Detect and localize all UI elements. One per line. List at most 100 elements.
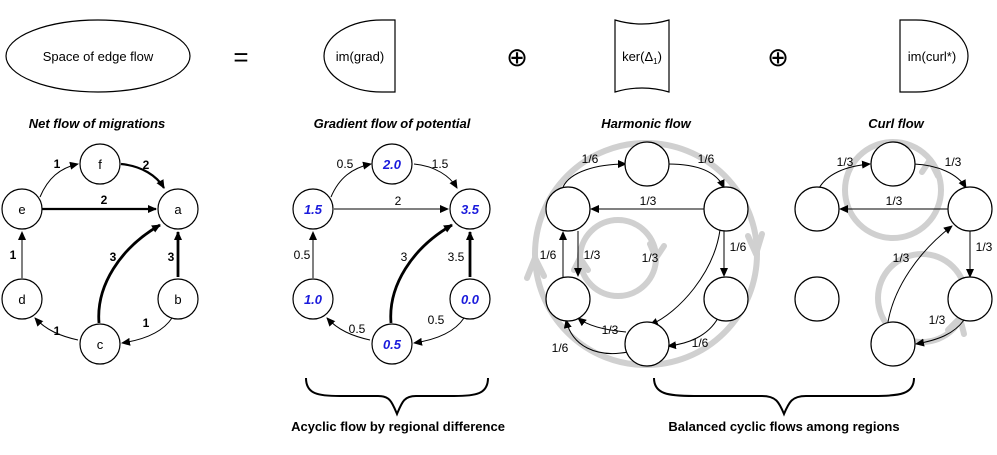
- edge-c-a: [97, 223, 161, 324]
- edge-label-e-f: 1/6: [582, 152, 599, 166]
- edge-c-d: [326, 317, 371, 341]
- net-flow-title: Net flow of migrations: [29, 116, 166, 131]
- node-d: [292, 278, 334, 320]
- equals-sign: =: [233, 42, 248, 72]
- outer-cycle-arrowhead: [524, 255, 547, 281]
- edge-e-f: [562, 160, 627, 188]
- edge-label-a-e: 1/3: [640, 194, 657, 208]
- edge-label-a-e: 1/3: [886, 194, 903, 208]
- space-label: Space of edge flow: [43, 49, 154, 64]
- im-grad-label: im(grad): [336, 49, 384, 64]
- curl-flow-title: Curl flow: [868, 116, 924, 131]
- edge-label-a-b: 1/6: [730, 240, 747, 254]
- edge-label-b-c: 1/3: [929, 313, 946, 327]
- edge-label-e-f: 1: [54, 157, 61, 171]
- edge-label-d-e: 0.5: [294, 248, 311, 262]
- edge-label-f-a: 2: [143, 158, 150, 172]
- node-c: [371, 323, 413, 365]
- balanced-summary: Balanced cyclic flows among regions: [668, 419, 899, 434]
- space-of-edge-flow: Space of edge flow: [5, 19, 191, 93]
- edge-label-b-a: 3: [168, 250, 175, 264]
- node-label-a: a: [174, 202, 182, 217]
- edge-f-a: [667, 163, 725, 189]
- node-b: [703, 276, 749, 322]
- node-e: [1, 188, 43, 230]
- edge-c-d: [577, 317, 627, 333]
- edge-label-d-e: 1/6: [540, 248, 557, 262]
- edge-label-b-c: 0.5: [428, 313, 445, 327]
- gradient-flow-graph: 0.5 1.5 2 0.5 3 3.5 0.5 0.5 1.5 2.0 3.5 …: [292, 143, 491, 365]
- balanced-brace: [653, 377, 915, 417]
- ker-laplacian-space: ker(Δ1): [614, 19, 670, 93]
- edge-e-f: [817, 160, 871, 191]
- edge-b-c: [413, 317, 465, 346]
- edge-c-d-outer: [563, 319, 629, 354]
- edge-label-c-a: 3: [401, 250, 408, 264]
- potential-d: 1.0: [304, 292, 323, 307]
- node-label-c: c: [97, 337, 104, 352]
- node-c: [624, 321, 670, 367]
- edge-label-f-a: 1/6: [698, 152, 715, 166]
- gradient-flow-title: Gradient flow of potential: [314, 116, 471, 131]
- node-c: [870, 321, 916, 367]
- acyclic-brace: [305, 377, 489, 417]
- edge-label-f-a: 1/3: [945, 155, 962, 169]
- im-grad-space: im(grad): [323, 19, 396, 93]
- edge-label-c-d-outer: 1/6: [552, 341, 569, 355]
- node-f: [371, 143, 413, 185]
- edge-label-c-d: 1: [54, 324, 61, 338]
- node-f: [870, 141, 916, 187]
- outer-cycle-arrowhead: [745, 231, 765, 257]
- node-e: [292, 188, 334, 230]
- node-b: [157, 278, 199, 320]
- node-f: [624, 141, 670, 187]
- acyclic-summary: Acyclic flow by regional difference: [291, 419, 505, 434]
- edge-label-b-a: 3.5: [448, 250, 465, 264]
- node-d: [545, 276, 591, 322]
- edge-label-c-a: 1/3: [893, 251, 910, 265]
- net-flow-graph: 1 2 2 1 3 3 1 1 e f a d b c: [1, 143, 199, 365]
- lower-cycle-arrowhead: [945, 315, 967, 337]
- node-a: [157, 188, 199, 230]
- inner-cycle-arrowhead: [647, 241, 667, 261]
- potential-b: 0.0: [461, 292, 480, 307]
- node-a: [449, 188, 491, 230]
- node-f: [79, 143, 121, 185]
- edge-label-f-a: 1.5: [432, 157, 449, 171]
- edge-label-a-c: 1/3: [642, 251, 659, 265]
- node-label-e: e: [18, 202, 25, 217]
- im-curl-space: im(curl*): [899, 19, 969, 93]
- edge-label-e-a: 2: [395, 194, 402, 208]
- node-e: [545, 186, 591, 232]
- edge-c-a: [887, 225, 953, 323]
- curl-flow-graph: 1/3 1/3 1/3 1/3 1/3 1/3: [794, 139, 993, 367]
- edge-label-b-c: 1/6: [692, 336, 709, 350]
- edge-label-c-d: 0.5: [349, 322, 366, 336]
- potential-e: 1.5: [304, 202, 323, 217]
- node-d: [794, 276, 840, 322]
- upper-cycle-arrowhead: [919, 157, 941, 179]
- potential-c: 0.5: [383, 337, 402, 352]
- edge-b-c: [915, 319, 965, 347]
- oplus-icon: ⊕: [767, 42, 789, 72]
- potential-a: 3.5: [461, 202, 480, 217]
- edge-b-c: [121, 317, 173, 346]
- edge-label-e-d: 1/3: [584, 248, 601, 262]
- node-label-f: f: [98, 157, 102, 172]
- edge-f-a: [120, 162, 165, 189]
- oplus-icon: ⊕: [506, 42, 528, 72]
- node-a: [947, 186, 993, 232]
- edge-label-d-e: 1: [10, 248, 17, 262]
- edge-label-c-a: 3: [110, 250, 117, 264]
- edge-f-a: [913, 163, 967, 189]
- node-e: [794, 186, 840, 232]
- edge-b-c: [667, 317, 719, 350]
- edge-label-e-f: 0.5: [337, 157, 354, 171]
- node-label-b: b: [174, 292, 181, 307]
- node-label-d: d: [18, 292, 25, 307]
- edge-e-f: [330, 161, 372, 198]
- edge-label-b-c: 1: [143, 316, 150, 330]
- edge-label-c-d: 1/3: [602, 323, 619, 337]
- edge-label-e-a: 2: [101, 193, 108, 207]
